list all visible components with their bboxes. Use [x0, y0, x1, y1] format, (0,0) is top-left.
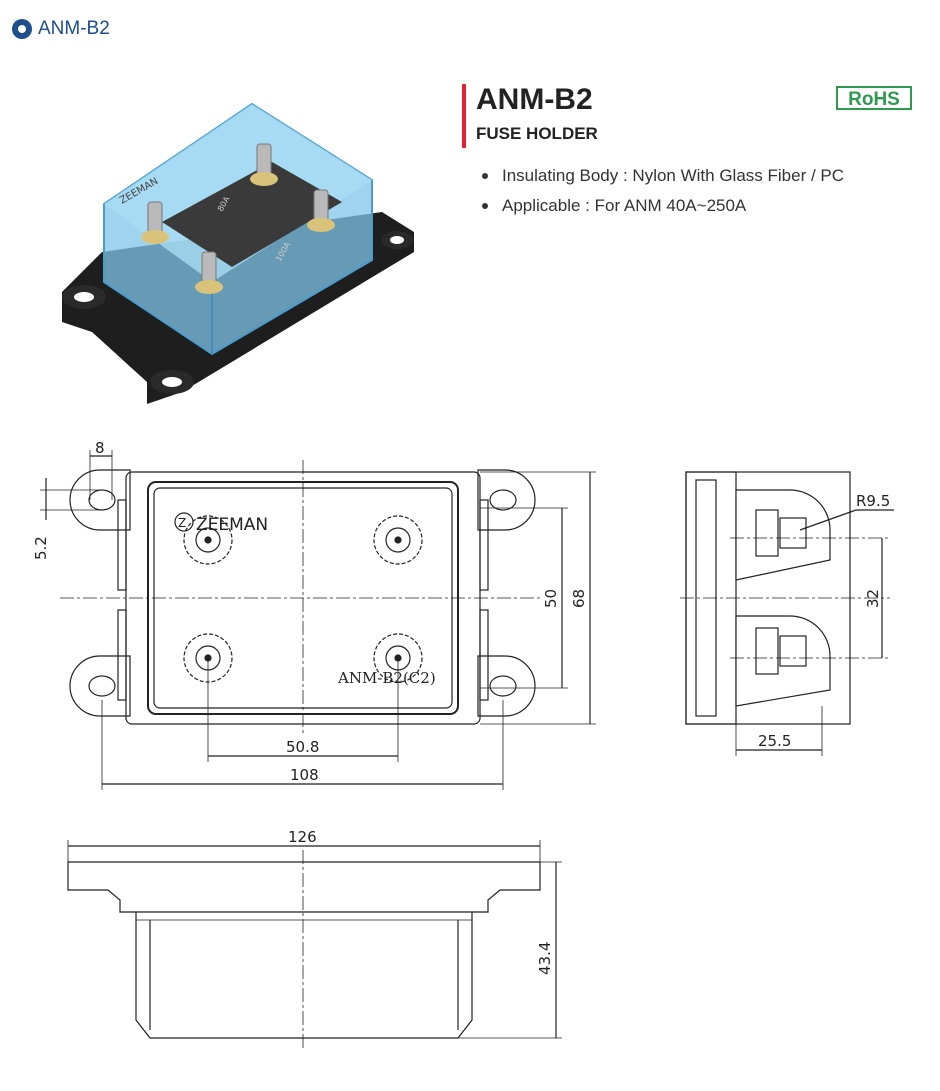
product-title-block: ANM-B2 FUSE HOLDER — [462, 84, 598, 148]
drawing-model: ANM-B2(C2) — [337, 669, 436, 687]
dim-68: 68 — [570, 589, 588, 608]
spec-text: Applicable : For ANM 40A~250A — [502, 196, 747, 215]
dim-32: 32 — [864, 589, 882, 608]
dim-126: 126 — [288, 828, 317, 846]
dim-43-4: 43.4 — [536, 942, 554, 975]
top-view: Z ZEEMAN ANM-B2(C2) 8 5.2 50 68 50.8 108 — [32, 439, 596, 790]
dim-108: 108 — [290, 766, 319, 784]
rohs-badge: RoHS — [836, 86, 912, 110]
breadcrumb-label: ANM-B2 — [38, 18, 110, 39]
spec-text: Insulating Body : Nylon With Glass Fiber… — [502, 166, 845, 185]
dim-r9-5: R9.5 — [856, 492, 890, 510]
breadcrumb: ANM-B2 — [12, 18, 110, 40]
bullet-icon — [482, 203, 488, 209]
dim-5-2: 5.2 — [32, 536, 50, 560]
bullet-icon — [482, 173, 488, 179]
circle-bullet-icon — [12, 19, 32, 39]
dim-50: 50 — [542, 589, 560, 608]
product-subtitle: FUSE HOLDER — [476, 124, 598, 143]
product-title: ANM-B2 — [476, 83, 593, 116]
front-view: 126 43.4 — [67, 828, 562, 1050]
dim-50-8: 50.8 — [286, 738, 319, 756]
spec-list: Insulating Body : Nylon With Glass Fiber… — [482, 166, 844, 226]
svg-text:Z: Z — [178, 516, 186, 530]
dim-25-5: 25.5 — [758, 732, 791, 750]
product-photo: 80A 100A ZEEMAN — [62, 102, 414, 404]
drawing-brand: ZEEMAN — [196, 515, 268, 535]
spec-item: Insulating Body : Nylon With Glass Fiber… — [482, 166, 844, 186]
dim-8: 8 — [95, 439, 105, 457]
spec-item: Applicable : For ANM 40A~250A — [482, 196, 844, 216]
side-view: R9.5 32 25.5 — [680, 471, 894, 756]
technical-drawing: Z ZEEMAN ANM-B2(C2) 8 5.2 50 68 50.8 108 — [32, 439, 894, 1050]
